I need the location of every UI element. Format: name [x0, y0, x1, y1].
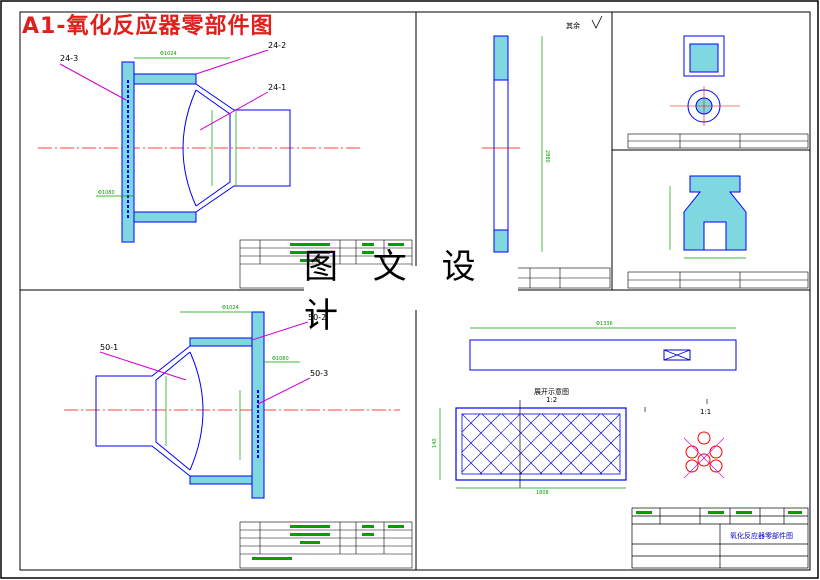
small-part-top	[670, 35, 740, 126]
cone-24-1	[195, 83, 291, 213]
leader-50-1	[99, 351, 187, 381]
shell-50	[189, 337, 253, 485]
title-block-small-top	[627, 133, 809, 149]
dish-50	[189, 351, 204, 471]
rod-dim-total-text: 2880	[544, 150, 550, 163]
dim-top-50-text: Φ1024	[222, 305, 239, 311]
detail-mark-i-2: I	[706, 398, 708, 406]
title-block-small-bottom	[627, 271, 809, 289]
watermark-text: 图 文 设 计	[304, 247, 518, 336]
dim-right-50-text: Φ1080	[272, 356, 289, 362]
dim-top-24-text: Φ1024	[160, 51, 177, 57]
mesh-top-dim-text: Φ1336	[596, 321, 613, 327]
leader-24-2	[195, 49, 269, 75]
mesh-left-dim-text: 140	[432, 438, 438, 448]
small-part-bottom	[669, 175, 747, 259]
roughness-symbol	[591, 15, 603, 29]
mesh-top-plate	[469, 339, 737, 371]
label-24-3: 24-3	[60, 54, 78, 63]
mesh-top-hatch	[663, 349, 691, 361]
mesh-plate-view: Φ1336 展开示意图 1:2 1808 140 I	[432, 321, 737, 496]
mesh-pattern	[461, 413, 621, 475]
title-block-top-left-fills	[290, 243, 404, 262]
inner-border	[19, 11, 811, 571]
dim-bot-24-text: Φ1080	[98, 190, 115, 196]
leader-24-3	[59, 63, 127, 101]
label-50-1: 50-1	[100, 343, 118, 352]
title-block-bottom-left-fills	[252, 525, 404, 560]
leader-50-3	[257, 377, 311, 405]
title-block-bottom-left	[239, 521, 413, 569]
detail-scale: 1:1	[700, 408, 711, 416]
label-50-3: 50-3	[310, 369, 328, 378]
mesh-bottom-dim-text: 1808	[536, 490, 549, 496]
part-50-view: Φ1024 Φ1080 50-1 50-2 50-3	[64, 305, 400, 499]
mesh-frame-outer	[455, 407, 627, 481]
label-24-1: 24-1	[268, 83, 286, 92]
part-24-view: Φ1024 Φ1080 24-3 24-2 24-1	[38, 41, 360, 243]
rod-end-top	[493, 35, 509, 81]
section-view-label: 展开示意图	[534, 387, 569, 396]
drawing-name: 氧化反应器零部件图	[730, 531, 793, 540]
label-24-2: 24-2	[268, 41, 286, 50]
cone-24-1-inner	[195, 89, 231, 207]
detail-mark-i: I	[644, 406, 646, 414]
dish-24	[182, 89, 197, 207]
leader-24-1	[199, 91, 269, 131]
title-block-main-fills	[636, 511, 802, 514]
detail-i-view: I 1:1	[683, 398, 725, 479]
mesh-frame-inner	[461, 413, 621, 475]
rod-view: 2880 其余	[482, 15, 603, 253]
section-scale: 1:2	[546, 396, 557, 404]
cone-50-1-inner	[155, 351, 191, 471]
note-rest: 其余	[566, 21, 580, 30]
leader-50-2	[251, 321, 309, 341]
rod-end-bottom	[493, 229, 509, 253]
label-50-2: 50-2	[308, 313, 326, 322]
sheet-title: A1-氧化反应器零部件图	[22, 14, 274, 39]
title-block-main	[631, 507, 809, 569]
